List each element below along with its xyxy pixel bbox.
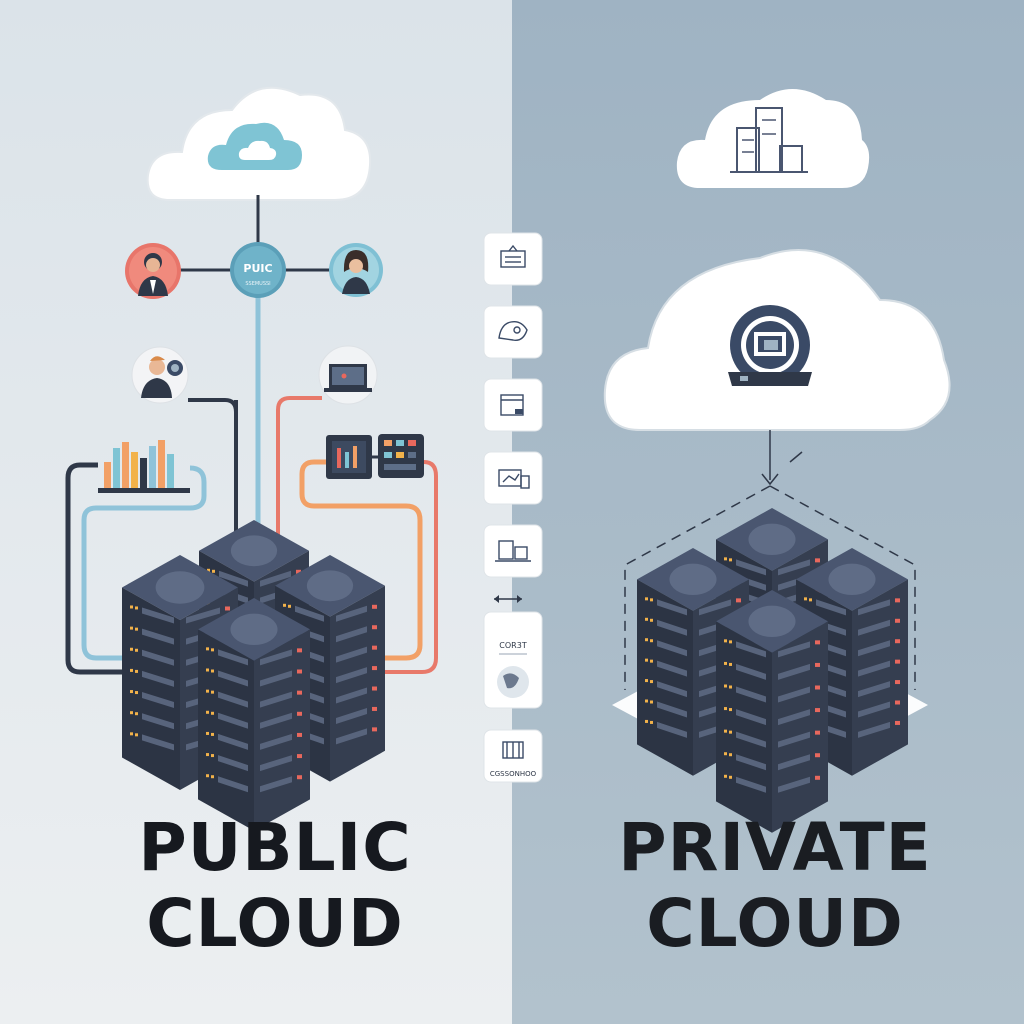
control-panel-icon	[326, 434, 424, 479]
businessman-icon	[131, 346, 189, 404]
private-server-front	[716, 590, 828, 833]
dashed-boundary-left	[624, 485, 771, 690]
public-title-line2: CLOUD	[146, 885, 404, 962]
bar-chart-icon	[98, 440, 190, 493]
document-icon	[483, 232, 543, 286]
wire-red-right	[276, 396, 322, 548]
cost-caption: COR3T	[499, 641, 527, 650]
downlink-arrow	[761, 473, 779, 486]
user-avatar-icon	[125, 243, 181, 299]
wire-red-outer	[360, 460, 438, 674]
cost-globe-icon: COR3T	[483, 611, 543, 709]
user-avatar-female-icon	[329, 243, 383, 297]
public-server-cluster	[122, 520, 385, 831]
public-cloud-icon	[146, 86, 372, 201]
private-server-cluster	[637, 508, 908, 833]
hub-node	[230, 242, 286, 298]
private-title-line2: CLOUD	[646, 885, 904, 962]
private-cloud-title: PRIVATE CLOUD	[540, 810, 1010, 962]
wire-blue-left	[81, 465, 207, 661]
hub-label: PUIC	[243, 262, 272, 275]
devices-icon	[483, 524, 543, 578]
map-icon	[483, 305, 543, 359]
dashed-boundary-right	[769, 485, 916, 690]
double-arrow-icon	[494, 595, 522, 603]
laptop-icon	[318, 345, 378, 405]
browser-window-icon	[483, 378, 543, 432]
wire-orange-right	[299, 459, 423, 661]
building-icon: CGSSONHOO	[483, 729, 543, 783]
public-cloud-title: PUBLIC CLOUD	[40, 810, 510, 962]
middle-icon-column: COR3T CGSSONHOO	[483, 232, 543, 783]
private-title-line1: PRIVATE	[618, 809, 932, 886]
public-title-line1: PUBLIC	[138, 809, 412, 886]
wire-dark-left	[188, 398, 238, 420]
server-tower-front	[198, 598, 310, 831]
wire-dark-outer	[65, 462, 140, 675]
gear-icon	[728, 305, 812, 386]
dashboard-icon	[483, 451, 543, 505]
hub-sublabel: SSEMUSSI	[245, 281, 270, 287]
dashed-accent	[789, 451, 803, 463]
building-caption: CGSSONHOO	[490, 770, 537, 778]
building-cloud-icon	[676, 89, 870, 188]
